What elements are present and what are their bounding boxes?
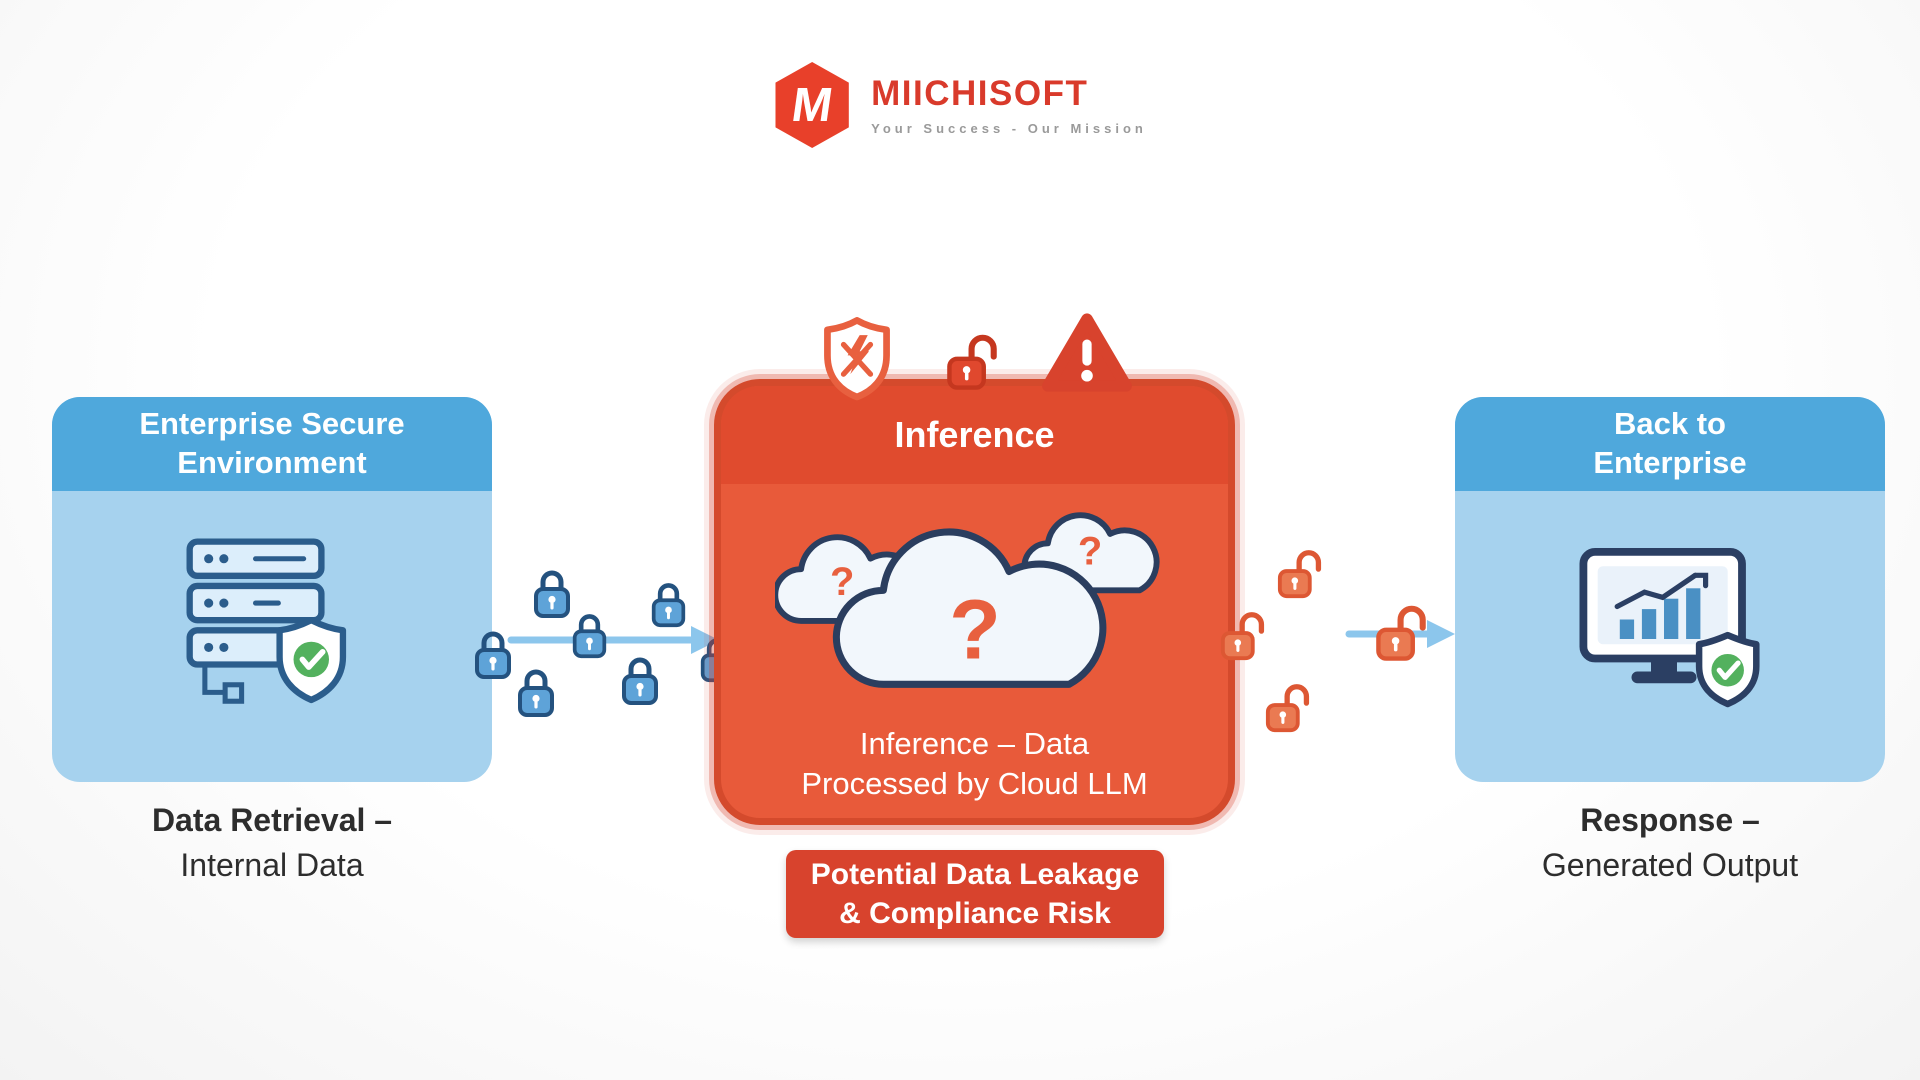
lock-closed-icon: [530, 565, 574, 619]
panel-title-line: Inference: [894, 414, 1055, 455]
warning-triangle-icon: [1042, 313, 1132, 392]
back-to-enterprise-panel-title: Back to Enterprise: [1455, 397, 1885, 491]
right-caption: Response – Generated Output: [1455, 798, 1885, 888]
logo-hexagon-icon: M: [775, 62, 849, 148]
panel-title-line: Enterprise Secure: [139, 406, 405, 442]
server-stack-icon: [52, 491, 492, 761]
lock-open-icon: [1374, 600, 1436, 664]
shield-breach-icon: [824, 317, 890, 401]
right-caption-line2: Generated Output: [1541, 846, 1799, 883]
risk-badge-line1: Potential Data Leakage: [810, 858, 1140, 891]
right-caption-line1: Response –: [1580, 802, 1760, 838]
enterprise-secure-panel-title: Enterprise Secure Environment: [52, 397, 492, 491]
inference-caption-line2: Processed by Cloud LLM: [801, 766, 1148, 802]
inference-caption: Inference – Data Processed by Cloud LLM: [721, 724, 1228, 805]
lock-closed-icon: [648, 578, 689, 628]
lock-closed-icon: [618, 652, 662, 706]
inference-panel-title: Inference: [721, 386, 1228, 484]
left-caption-line2: Internal Data: [180, 846, 364, 883]
back-to-enterprise-panel: Back to Enterprise: [1455, 397, 1885, 782]
lock-open-icon: [945, 328, 1007, 394]
svg-text:?: ?: [1077, 529, 1101, 573]
enterprise-secure-panel: Enterprise Secure Environment: [52, 397, 492, 782]
left-caption-line1: Data Retrieval –: [151, 802, 393, 838]
logo-text-block: MIICHISOFT Your Success - Our Mission: [871, 74, 1147, 136]
risk-badge: Potential Data Leakage & Compliance Risk: [786, 850, 1164, 938]
lock-closed-icon: [471, 626, 515, 680]
monitor-chart-icon: [1455, 491, 1885, 761]
lock-open-icon: [1264, 679, 1318, 735]
brand-name: MIICHISOFT: [871, 74, 1089, 113]
svg-text:?: ?: [949, 581, 1001, 676]
logo-monogram: M: [788, 78, 836, 132]
inference-panel: Inference ? ? ? Inference – Data Process…: [714, 379, 1235, 825]
lock-closed-icon: [514, 664, 558, 718]
panel-title-line: Environment: [177, 445, 367, 480]
risk-badge-line2: & Compliance Risk: [839, 897, 1111, 930]
lock-closed-icon: [569, 609, 610, 659]
panel-title-line: Back to: [1614, 406, 1726, 442]
inference-caption-line1: Inference – Data: [859, 726, 1090, 761]
lock-open-icon: [1276, 545, 1330, 601]
panel-title-line: Enterprise: [1593, 445, 1747, 480]
brand-logo: M MIICHISOFT Your Success - Our Mission: [773, 62, 1147, 148]
svg-text:?: ?: [830, 560, 854, 604]
lock-open-icon: [1219, 607, 1273, 663]
left-caption: Data Retrieval – Internal Data: [52, 798, 492, 888]
cloud-question-icon: ? ? ?: [774, 512, 1159, 688]
flow-arrow-left-icon: [507, 626, 719, 654]
brand-tagline: Your Success - Our Mission: [871, 121, 1147, 136]
